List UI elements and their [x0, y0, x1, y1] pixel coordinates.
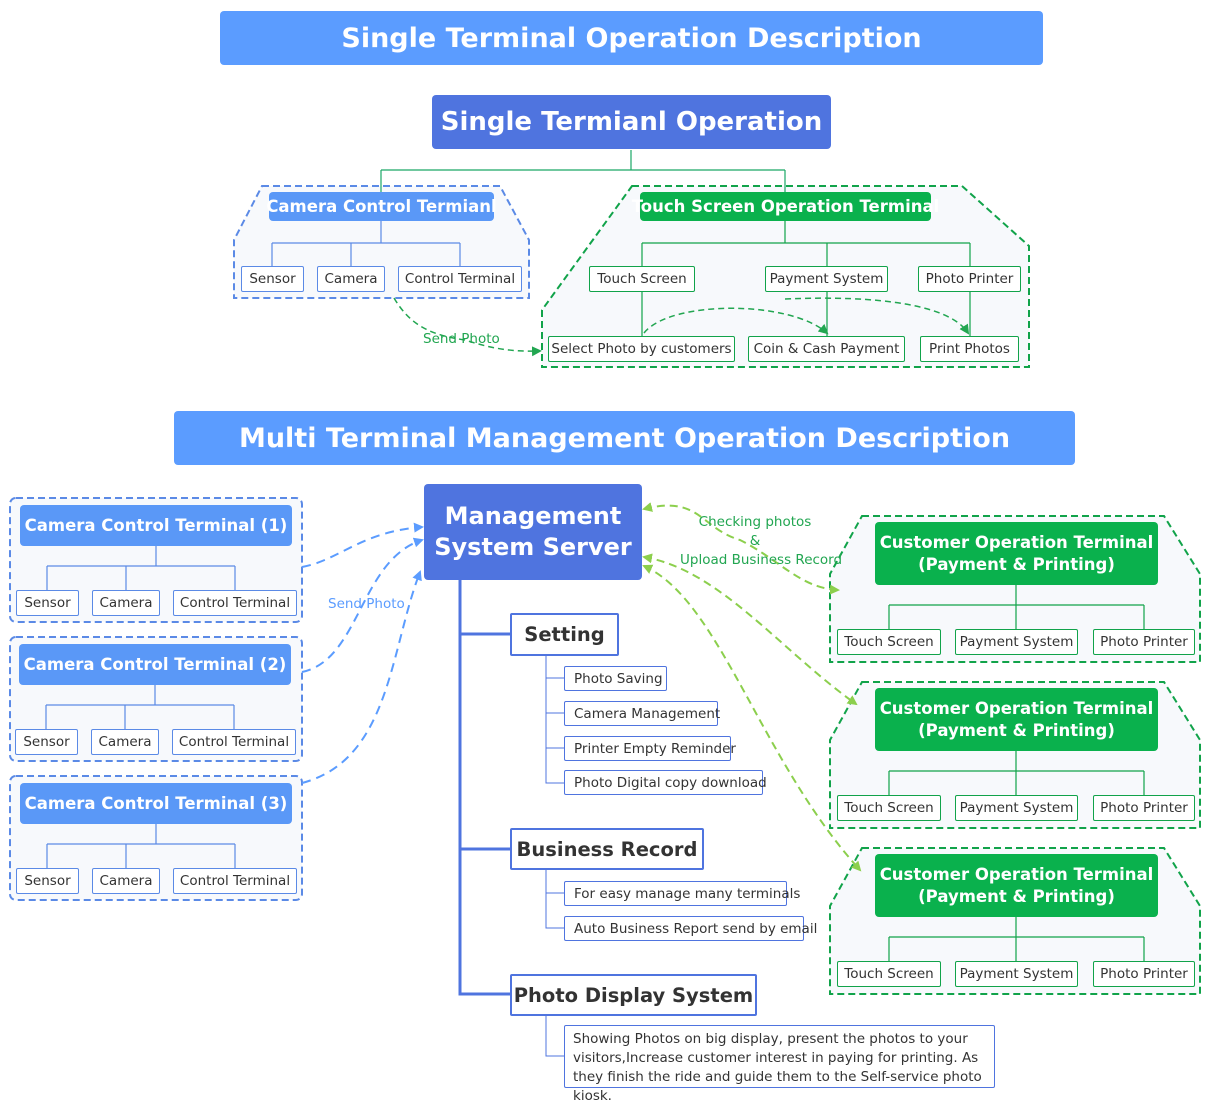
- photo-printer-node: Photo Printer: [1093, 961, 1195, 987]
- checking-line-3: Upload Business Record: [680, 552, 843, 568]
- multi-banner: Multi Terminal Management Operation Desc…: [174, 411, 1075, 465]
- feature-auto-report: Auto Business Report send by email: [564, 916, 817, 941]
- feature-manage-terminals: For easy manage many terminals: [564, 881, 800, 906]
- section-business-record: Business Record: [510, 828, 704, 870]
- checking-line-2: &: [749, 533, 761, 549]
- touch-screen-node: Touch Screen: [589, 266, 695, 292]
- payment-system-node: Payment System: [765, 266, 888, 292]
- control-terminal-node: Control Terminal: [173, 868, 297, 894]
- feature-photo-display-description: Showing Photos on big display, present t…: [564, 1025, 995, 1104]
- sensor-node: Sensor: [16, 590, 79, 616]
- payment-system-node: Payment System: [955, 629, 1078, 655]
- customer-terminal-line-1: Customer Operation Terminal: [879, 532, 1154, 552]
- single-banner: Single Terminal Operation Description: [220, 11, 1043, 65]
- photo-printer-node: Photo Printer: [1093, 795, 1195, 821]
- touch-screen-node: Touch Screen: [837, 629, 941, 655]
- sensor-node: Sensor: [241, 266, 304, 292]
- checking-photos-label: Checking photos & Upload Business Record: [680, 513, 843, 570]
- feature-camera-management: Camera Management: [564, 701, 720, 726]
- customer-terminal-1: Customer Operation Terminal (Payment & P…: [875, 522, 1158, 585]
- send-photo-label: Send Photo: [328, 596, 405, 612]
- camera-node: Camera: [92, 868, 160, 894]
- customer-terminal-line-2: (Payment & Printing): [918, 720, 1115, 740]
- payment-system-node: Payment System: [955, 795, 1078, 821]
- photo-printer-node: Photo Printer: [1093, 629, 1195, 655]
- select-photo-node: Select Photo by customers: [548, 336, 735, 362]
- single-root: Single Termianl Operation: [432, 95, 831, 149]
- touch-screen-operation-terminal: Touch Screen Operation Terminal: [632, 192, 939, 221]
- customer-terminal-line-2: (Payment & Printing): [918, 886, 1115, 906]
- camera-terminal-2: Camera Control Terminal (2): [19, 644, 291, 685]
- feature-photo-digital-copy: Photo Digital copy download: [564, 770, 767, 795]
- customer-terminal-line-2: (Payment & Printing): [918, 554, 1115, 574]
- coin-cash-payment-node: Coin & Cash Payment: [748, 336, 905, 362]
- camera-node: Camera: [91, 729, 159, 755]
- checking-line-1: Checking photos: [698, 514, 812, 530]
- camera-node: Camera: [317, 266, 385, 292]
- touch-screen-node: Touch Screen: [837, 795, 941, 821]
- section-setting: Setting: [510, 613, 619, 656]
- server-line-2: System Server: [434, 533, 632, 561]
- section-photo-display: Photo Display System: [510, 974, 757, 1016]
- server-line-1: Management: [444, 502, 622, 530]
- customer-terminal-line-1: Customer Operation Terminal: [879, 698, 1154, 718]
- camera-terminal-1: Camera Control Terminal (1): [20, 505, 292, 546]
- control-terminal-node: Control Terminal: [173, 590, 297, 616]
- customer-terminal-line-1: Customer Operation Terminal: [879, 864, 1154, 884]
- camera-node: Camera: [92, 590, 160, 616]
- camera-control-terminal: Camera Control Termianl: [266, 192, 497, 221]
- customer-terminal-3: Customer Operation Terminal (Payment & P…: [875, 854, 1158, 917]
- feature-photo-saving: Photo Saving: [564, 666, 667, 691]
- control-terminal-node: Control Terminal: [172, 729, 296, 755]
- touch-screen-node: Touch Screen: [837, 961, 941, 987]
- control-terminal-node: Control Terminal: [398, 266, 522, 292]
- sensor-node: Sensor: [15, 729, 78, 755]
- payment-system-node: Payment System: [955, 961, 1078, 987]
- feature-printer-empty-reminder: Printer Empty Reminder: [564, 736, 736, 761]
- sensor-node: Sensor: [16, 868, 79, 894]
- send-photo-label: Send Photo: [423, 331, 500, 347]
- print-photos-node: Print Photos: [920, 336, 1019, 362]
- customer-terminal-2: Customer Operation Terminal (Payment & P…: [875, 688, 1158, 751]
- management-server: Management System Server: [424, 484, 642, 580]
- camera-terminal-3: Camera Control Terminal (3): [20, 783, 292, 824]
- photo-printer-node: Photo Printer: [918, 266, 1021, 292]
